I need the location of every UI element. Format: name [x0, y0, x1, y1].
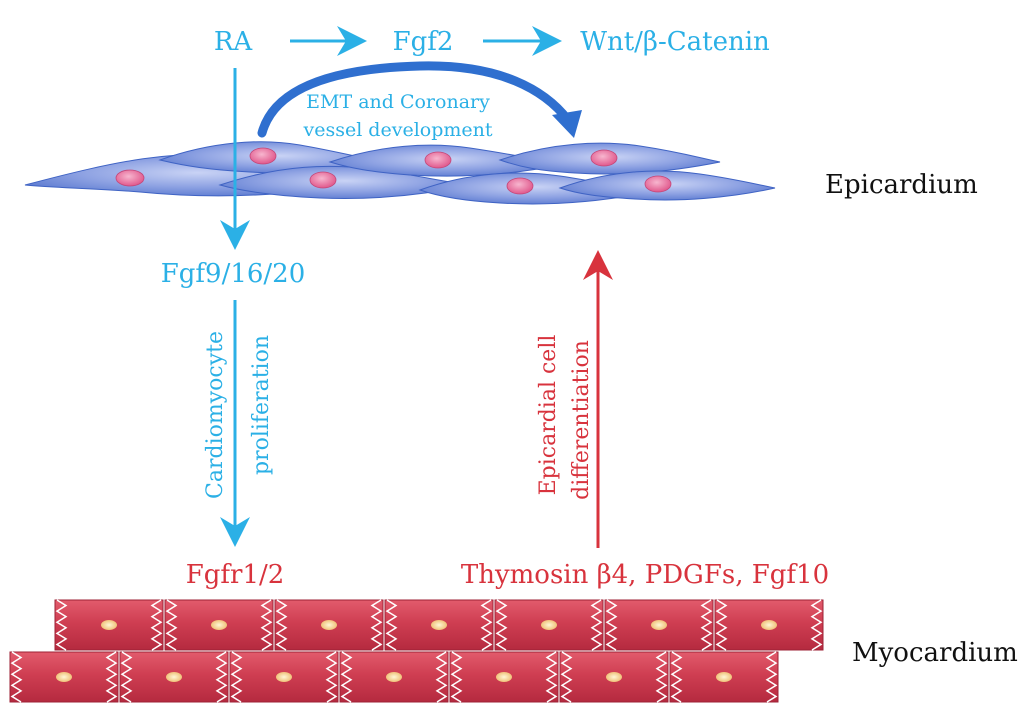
myocyte-nucleus	[606, 672, 622, 682]
myocyte-nucleus	[386, 672, 402, 682]
myocyte-nucleus	[166, 672, 182, 682]
cardiomyocyte	[119, 651, 229, 703]
cardiomyocyte	[54, 599, 164, 651]
cell-nucleus	[115, 169, 145, 187]
epi-label-line2: differentiation	[569, 340, 594, 500]
myocyte-nucleus	[716, 672, 732, 682]
cardiomyocyte	[494, 599, 604, 651]
cardiomyocyte	[164, 599, 274, 651]
wnt-label: Wnt/β-Catenin	[580, 27, 770, 57]
cell-nucleus	[590, 149, 618, 167]
myocyte-nucleus	[56, 672, 72, 682]
myocyte-nucleus	[101, 620, 117, 630]
cell-nucleus	[424, 151, 452, 169]
myocyte-nucleus	[541, 620, 557, 630]
cardiomyocyte	[274, 599, 384, 651]
ra-label: RA	[214, 27, 254, 57]
myocyte-nucleus	[496, 672, 512, 682]
cell-nucleus	[644, 175, 672, 193]
myocyte-nucleus	[761, 620, 777, 630]
cardio-label-line2: proliferation	[249, 335, 274, 475]
fgf9-label: Fgf9/16/20	[161, 259, 306, 289]
fgf2-label: Fgf2	[393, 27, 454, 57]
cardiomyocyte	[714, 599, 824, 651]
fgfr-label: Fgfr1/2	[186, 560, 285, 590]
cardiomyocyte	[449, 651, 559, 703]
thymosin-label: Thymosin β4, PDGFs, Fgf10	[461, 560, 829, 590]
emt-curved-arrow-head	[552, 110, 582, 138]
cardio-label-line1: Cardiomyocyte	[203, 331, 228, 499]
cardiomyocyte	[339, 651, 449, 703]
emt-label-line1: EMT and Coronary	[306, 91, 490, 113]
epicardium-cell-layer	[24, 141, 776, 205]
myocyte-nucleus	[651, 620, 667, 630]
myocardium-label: Myocardium	[852, 638, 1018, 668]
epicardium-label: Epicardium	[825, 170, 978, 200]
cell-nucleus	[309, 171, 337, 189]
cardiomyocyte	[669, 651, 779, 703]
cell-nucleus	[506, 177, 534, 195]
epi-label-line1: Epicardial cell	[536, 335, 561, 496]
cardiomyocyte	[559, 651, 669, 703]
cardiomyocyte	[9, 651, 119, 703]
cardiomyocyte	[229, 651, 339, 703]
myocyte-nucleus	[211, 620, 227, 630]
myocyte-nucleus	[321, 620, 337, 630]
cell-nucleus	[249, 147, 277, 165]
myocardium-cell-layer	[9, 599, 824, 703]
myocyte-nucleus	[276, 672, 292, 682]
emt-curved-arrow	[257, 61, 573, 138]
cardiomyocyte	[384, 599, 494, 651]
cardiomyocyte	[604, 599, 714, 651]
emt-label-line2: vessel development	[302, 119, 492, 141]
myocyte-nucleus	[431, 620, 447, 630]
